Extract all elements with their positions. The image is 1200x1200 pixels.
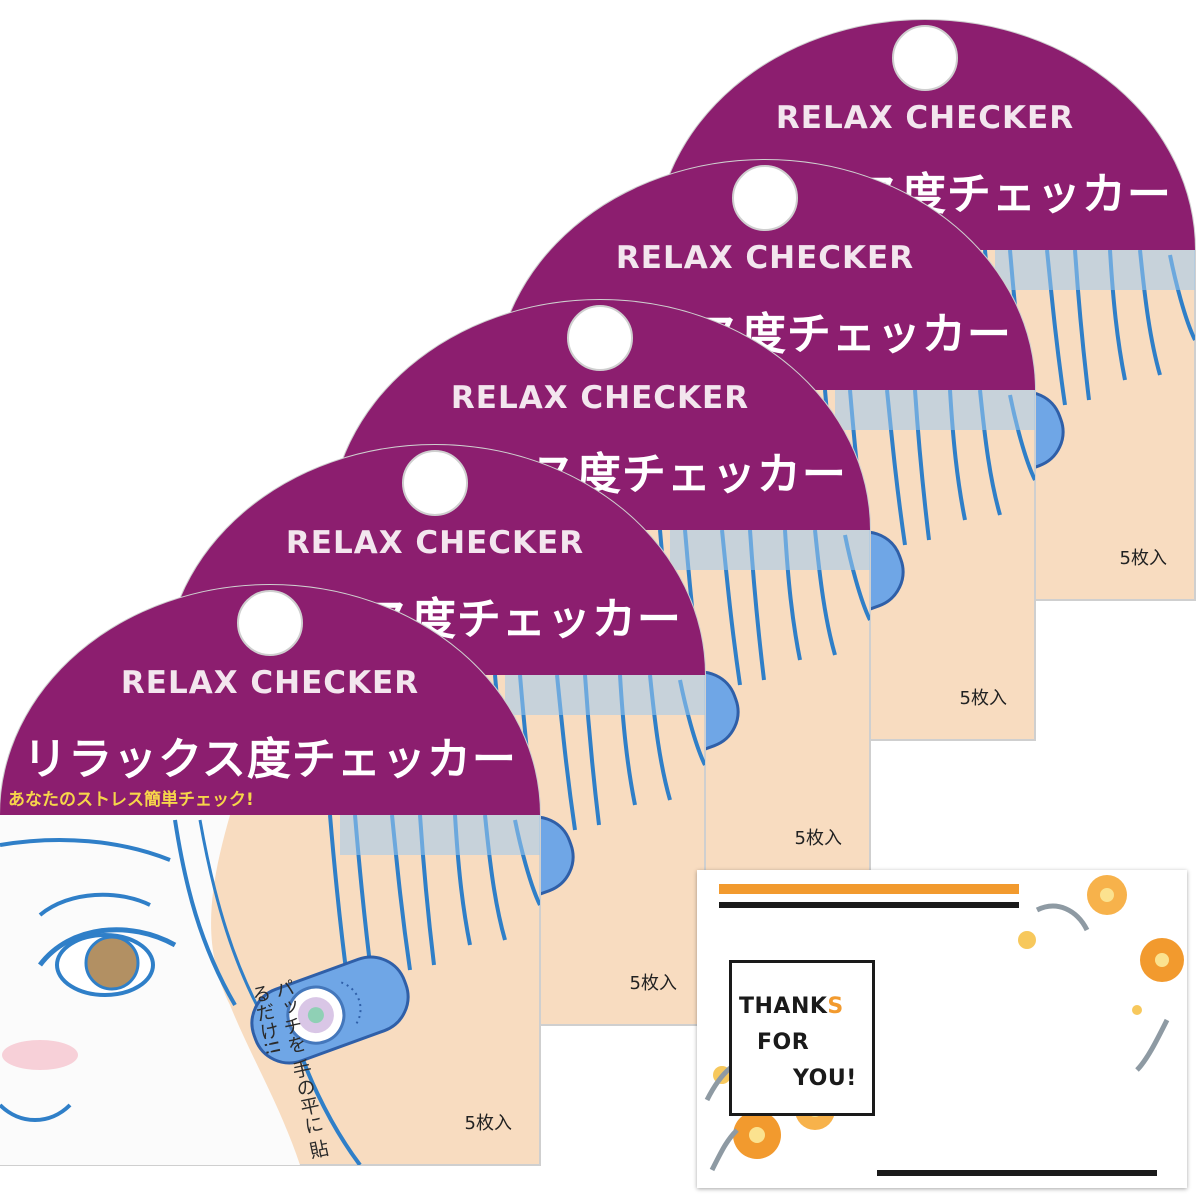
- count-label: 5枚入: [794, 828, 842, 849]
- card-decoration: [704, 875, 1184, 1176]
- count-label: 5枚入: [959, 688, 1007, 709]
- thanks-line-3: YOU!: [793, 1066, 857, 1091]
- product-title-en: RELAX CHECKER: [120, 665, 420, 701]
- thanks-accent-letter: S: [827, 994, 844, 1019]
- count-label: 5枚入: [464, 1113, 512, 1134]
- product-subtitle: あなたのストレス簡単チェック!: [8, 790, 254, 810]
- thanks-line-2: FOR: [757, 1030, 810, 1055]
- product-title-en: RELAX CHECKER: [285, 525, 585, 561]
- thanks-line-1: THANKS: [739, 994, 844, 1019]
- product-title-jp: リラックス度チェッカー: [23, 734, 517, 785]
- thanks-frame: [729, 960, 875, 1116]
- product-title-en: RELAX CHECKER: [450, 380, 750, 416]
- flower-icon: [1018, 875, 1184, 1072]
- thanks-word: THANK: [739, 994, 828, 1019]
- package-art: [0, 584, 541, 1166]
- product-title-en: RELAX CHECKER: [615, 240, 915, 276]
- product-title-en: RELAX CHECKER: [775, 100, 1075, 136]
- count-label: 5枚入: [629, 973, 677, 994]
- thanks-card: THANKS FOR YOU!: [697, 870, 1187, 1188]
- count-label: 5枚入: [1119, 548, 1167, 569]
- product-package-5: RELAX CHECKER リラックス度チェッカー あなたのストレス簡単チェック…: [0, 584, 541, 1166]
